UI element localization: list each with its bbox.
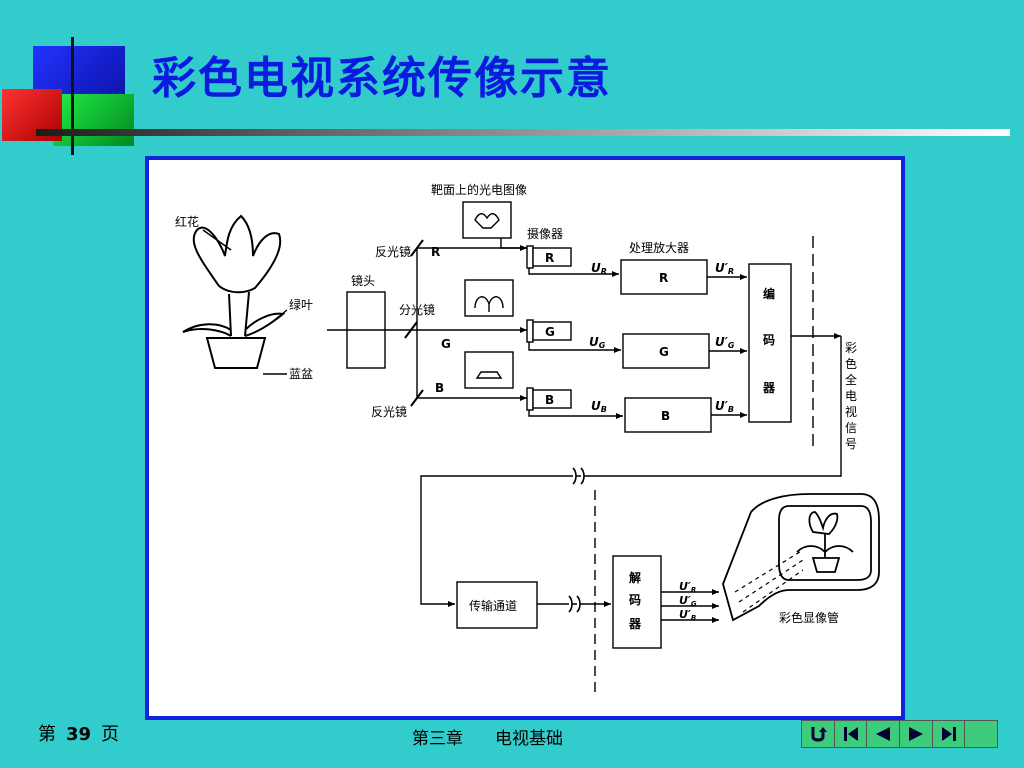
svg-text:U′R: U′R [679, 580, 696, 594]
label-amplifier: 处理放大器 [629, 240, 689, 255]
label-splitter: 分光镜 [399, 302, 435, 317]
nav-bar [801, 720, 998, 748]
signal-upg: U′G [715, 335, 735, 350]
chapter-label: 第三章电视基础 [412, 729, 563, 749]
return-icon [811, 727, 827, 742]
last-page-button[interactable] [932, 721, 966, 747]
flower-drawing [182, 214, 286, 369]
camera-b: B [526, 387, 572, 411]
target-image-r [462, 201, 512, 239]
svg-text:码: 码 [763, 333, 775, 347]
label-lens: 镜头 [351, 273, 375, 288]
svg-text:G: G [545, 325, 555, 339]
svg-text:器: 器 [762, 381, 776, 395]
svg-text:号: 号 [845, 437, 857, 451]
next-icon [908, 727, 923, 741]
amp-r [620, 259, 708, 295]
page-number: 39 [66, 724, 92, 745]
signal-upb: U′B [715, 399, 734, 414]
svg-text:B: B [661, 409, 670, 423]
tv-system-diagram: 红花 绿叶 蓝盆 镜头 反光镜 分光镜 反光镜 R G B 靶面上的光电图像 摄… [175, 182, 880, 692]
label-green-leaf: 绿叶 [289, 297, 313, 312]
label-mirror-top: 反光镜 [375, 244, 411, 259]
svg-text:R: R [545, 251, 554, 265]
last-page-icon [941, 727, 956, 741]
svg-text:色: 色 [845, 357, 857, 371]
svg-text:U′B: U′B [679, 608, 696, 622]
diagram-frame: 红花 绿叶 蓝盆 镜头 反光镜 分光镜 反光镜 R G B 靶面上的光电图像 摄… [145, 156, 905, 720]
svg-text:全: 全 [845, 372, 857, 387]
svg-text:视: 视 [845, 404, 857, 419]
logo-green-square [53, 94, 134, 146]
svg-text:器: 器 [628, 617, 642, 631]
logo-vertical-line [71, 37, 74, 155]
first-page-icon [843, 727, 858, 741]
svg-text:编: 编 [762, 286, 775, 301]
return-button[interactable] [802, 721, 835, 747]
amp-g [622, 333, 710, 369]
svg-text:码: 码 [629, 593, 641, 607]
svg-text:B: B [545, 393, 554, 407]
label-camera: 摄像器 [527, 226, 563, 241]
next-button[interactable] [900, 721, 933, 747]
signal-upr: U′R [715, 261, 734, 276]
svg-text:电: 电 [845, 389, 857, 403]
blank-button[interactable] [965, 721, 998, 747]
label-mirror-bottom: 反光镜 [371, 404, 407, 419]
signal-ub: UB [591, 399, 607, 414]
label-path-b: B [435, 381, 444, 395]
svg-text:R: R [659, 271, 668, 285]
camera-r: R [526, 245, 572, 269]
svg-text:解: 解 [629, 570, 641, 585]
previous-button[interactable] [867, 721, 901, 747]
svg-text:彩: 彩 [845, 341, 857, 355]
svg-text:U′G: U′G [679, 594, 697, 608]
label-path-g: G [441, 337, 451, 351]
svg-text:信: 信 [845, 421, 857, 435]
svg-text:G: G [659, 345, 669, 359]
channel-block [456, 581, 538, 629]
signal-ug: UG [589, 335, 606, 350]
label-red-flower: 红花 [175, 214, 199, 229]
target-image-b [464, 351, 514, 389]
label-path-r: R [431, 245, 440, 259]
slide-title: 彩色电视系统传像示意 [152, 53, 612, 104]
svg-text:传输通道: 传输通道 [469, 598, 517, 613]
target-image-g [464, 279, 514, 317]
decoder-block [612, 555, 662, 649]
crt-tube [722, 493, 880, 622]
first-page-button[interactable] [834, 721, 868, 747]
encoder-block [748, 263, 792, 423]
previous-icon [876, 727, 891, 741]
label-crt: 彩色显像管 [779, 610, 839, 625]
camera-g: G [526, 319, 572, 343]
title-rule [36, 129, 1010, 136]
label-blue-pot: 蓝盆 [289, 367, 313, 381]
label-target-image: 靶面上的光电图像 [431, 182, 527, 197]
signal-ur: UR [591, 261, 607, 276]
